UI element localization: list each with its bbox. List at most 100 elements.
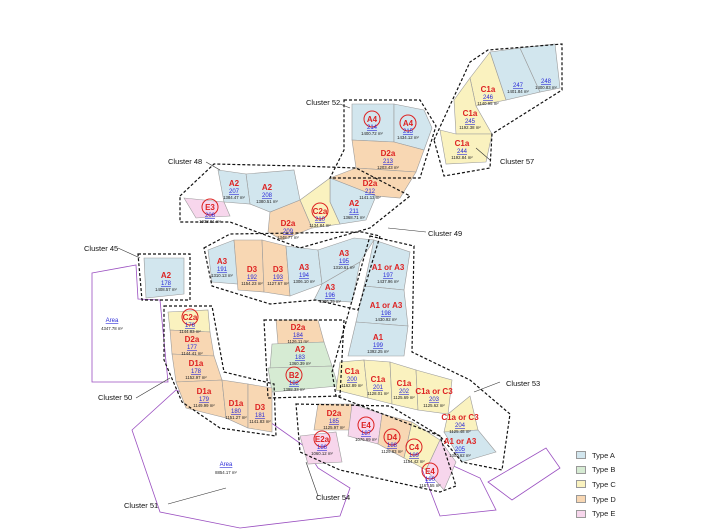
lot-area-value: 1400.83 m² <box>535 85 557 90</box>
lot-number: 191 <box>217 267 228 273</box>
lot-type-label: D2a <box>363 179 378 188</box>
lot-area-value: 1203.43 m² <box>377 165 399 170</box>
cluster-label: Cluster 51 <box>124 501 158 510</box>
lot-type-label: A1 or A3 <box>444 437 477 446</box>
lot-number: 200 <box>347 377 358 383</box>
lot-area-value: 1141.83 m² <box>249 419 271 424</box>
legend-label: Type A <box>592 450 615 460</box>
lot-circle-marker <box>311 202 329 220</box>
lot-area-value: 1076.69 m² <box>355 437 377 442</box>
lot-type-label: D1a <box>189 359 204 368</box>
lot-190[interactable] <box>425 439 457 491</box>
lot-area-value: 1125.69 m² <box>393 395 415 400</box>
legend-swatch <box>576 480 586 489</box>
lot-type-label: D1a <box>229 399 244 408</box>
lot-215[interactable] <box>393 103 433 151</box>
lot-number: 213 <box>383 159 394 165</box>
lot-181[interactable] <box>247 383 273 433</box>
lot-type-label: A2 <box>229 179 240 188</box>
lot-type-label: D2a <box>381 149 396 158</box>
lot-number: 214 <box>367 125 378 131</box>
legend-item: Type D <box>576 492 656 507</box>
legend-label: Type D <box>592 494 616 504</box>
lot-area-value: 1348.77 m² <box>277 235 299 240</box>
lot-number: 178 <box>161 281 172 287</box>
lot-area-value: 1125.62 m² <box>423 403 445 408</box>
lot-type-label: A3 <box>325 283 336 292</box>
lot-area-value: 1398.33 m² <box>283 387 305 392</box>
legend-swatch <box>576 451 586 460</box>
lot-number: 245 <box>465 119 476 125</box>
lot-area-value: 1306.39 m² <box>319 299 341 304</box>
lot-type-label: A3 <box>299 263 310 272</box>
lot-type-label: A2 <box>262 183 273 192</box>
cluster-label: Cluster 45 <box>84 244 118 253</box>
lot-type-label: C1a <box>371 375 386 384</box>
lot-type-label: D2a <box>327 409 342 418</box>
lot-circle-marker <box>285 366 303 384</box>
legend-item: Type C <box>576 477 656 492</box>
lot-number: 178 <box>191 369 202 375</box>
lot-number: 206 <box>205 213 216 219</box>
lot-area-value: 1192.84 m² <box>451 155 473 160</box>
lot-199[interactable] <box>347 321 409 357</box>
lot-area-value: 1380.51 m² <box>256 199 278 204</box>
lot-area-value: 1129.83 m² <box>381 449 403 454</box>
lot-type-label: D2a <box>291 323 306 332</box>
lot-area-value: 1430.92 m² <box>375 317 397 322</box>
lot-area-value: 1167.55 m² <box>419 483 441 488</box>
lot-type-label: A2 <box>295 345 306 354</box>
lot-type-label: D3 <box>255 403 266 412</box>
lot-244[interactable] <box>439 129 493 165</box>
lot-245[interactable] <box>453 77 493 135</box>
lot-type-label: D3 <box>247 265 258 274</box>
leader-lines <box>117 103 501 505</box>
cluster-labels: Cluster 52 Cluster 57 Cluster 48 Cluster… <box>84 98 540 510</box>
lot-number: 181 <box>255 413 266 419</box>
lot-206[interactable] <box>183 197 231 219</box>
area-label: Area <box>220 462 233 468</box>
lot-type-label: C1a <box>481 85 496 94</box>
lot-205[interactable] <box>443 429 497 463</box>
legend-swatch <box>576 509 586 518</box>
lot-type-label: A4 <box>403 119 414 128</box>
lot-circle-marker <box>181 308 199 326</box>
lot-area-value: 1060.12 m² <box>311 451 333 456</box>
lot-number: 212 <box>365 189 376 195</box>
lot-number: 190 <box>425 477 436 483</box>
lot-area-value: 1310.13 m² <box>211 273 233 278</box>
lot-number: 199 <box>373 343 384 349</box>
lot-number: 188 <box>387 443 398 449</box>
lot-area-value: 1144.83 m² <box>179 329 201 334</box>
lot-number: 211 <box>349 209 359 215</box>
legend-item: Type E <box>576 506 656 521</box>
lot-207[interactable] <box>217 169 251 205</box>
lot-number: 208 <box>262 193 273 199</box>
legend-label: Type C <box>592 479 616 489</box>
lot-circle-marker <box>201 198 219 216</box>
lot-type-label: C1a <box>463 109 478 118</box>
lot-type-label: C2a <box>183 313 198 322</box>
lot-area-value: 1154.23 m² <box>241 281 263 286</box>
lot-195[interactable] <box>317 237 375 285</box>
lot-circle-marker <box>357 416 375 434</box>
lot-178a[interactable] <box>143 257 185 299</box>
lot-circle-marker <box>363 110 381 128</box>
legend-swatch <box>576 465 586 474</box>
lot-area-value: 1144.41 m² <box>181 351 203 356</box>
lot-type-label: B2 <box>289 371 300 380</box>
lot-number: 186 <box>317 445 328 451</box>
lot-248[interactable] <box>519 43 561 93</box>
legend-swatch <box>576 495 586 504</box>
lot-type-label: C1a or C3 <box>441 413 479 422</box>
lot-number: 176 <box>185 323 196 329</box>
lot-196[interactable] <box>313 261 361 303</box>
lot-213[interactable] <box>351 139 425 173</box>
lot-area-value: 1368.71 m² <box>343 215 365 220</box>
lot-area-value: 1384.47 m² <box>223 195 245 200</box>
cluster-label: Cluster 52 <box>306 98 340 107</box>
cluster-label: Cluster 53 <box>506 379 540 388</box>
lot-type-label: D1a <box>197 387 212 396</box>
lot-area-value: 1126.11 m² <box>287 339 309 344</box>
